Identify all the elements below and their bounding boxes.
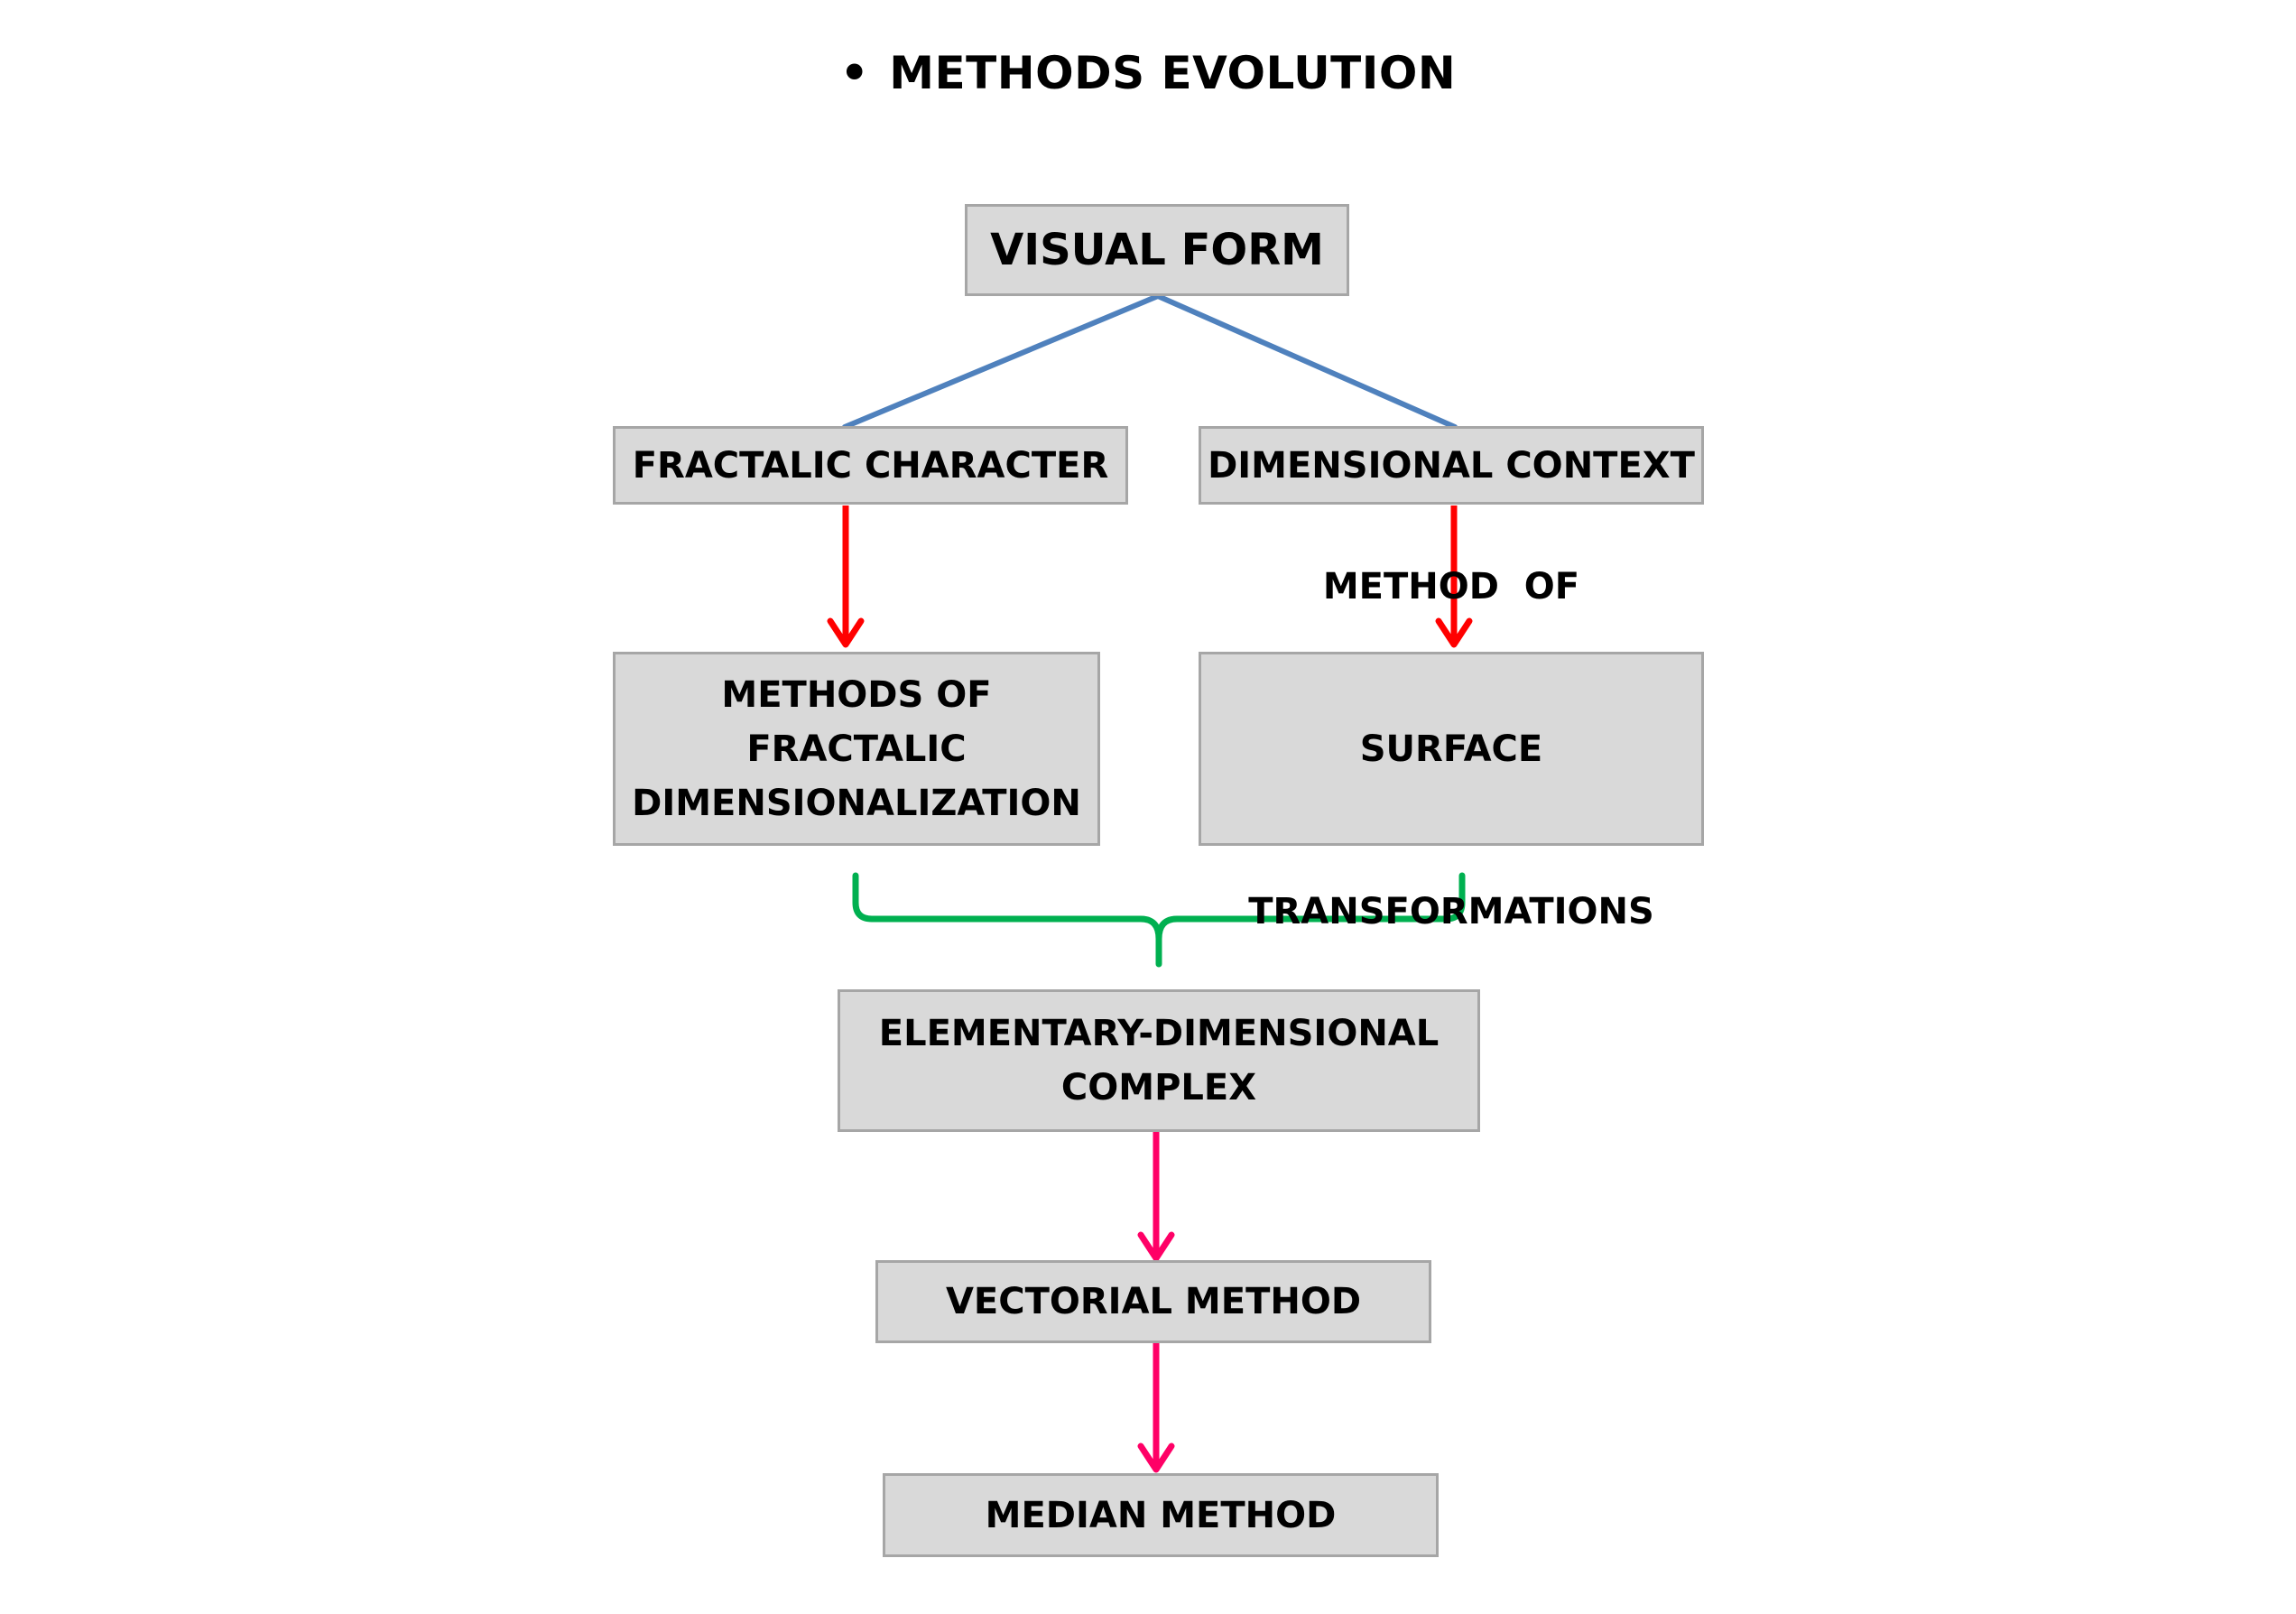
- red-arrow-left: [827, 506, 865, 648]
- node-label-line: SURFACE: [1359, 728, 1543, 770]
- title-text: METHODS EVOLUTION: [889, 47, 1457, 99]
- tree-line-left: [842, 293, 1161, 430]
- node-elementary-dimensional-complex: ELEMENTARY-DIMENSIONAL COMPLEX: [838, 989, 1480, 1132]
- node-label-line: ELEMENTARY-DIMENSIONAL: [878, 1013, 1440, 1054]
- node-vectorial-method: VECTORIAL METHOD: [875, 1260, 1431, 1343]
- node-method-surface-transformations: METHOD OF SURFACE TRANSFORMATIONS: [1199, 566, 1704, 932]
- diagram-title: • METHODS EVOLUTION: [0, 47, 2296, 99]
- node-visual-form: VISUAL FORM: [965, 204, 1349, 296]
- node-label-line: METHODS OF: [721, 673, 992, 716]
- node-label-line: MEDIAN METHOD: [985, 1494, 1337, 1536]
- red-arrow-right: [1435, 506, 1473, 648]
- node-dimensional-context: DIMENSIONAL CONTEXT: [1199, 426, 1704, 505]
- green-brace: [852, 872, 1466, 968]
- title-bullet: •: [839, 47, 870, 99]
- node-label-line: METHOD OF: [1322, 565, 1580, 608]
- node-label-line: FRACTALIC: [746, 728, 967, 770]
- node-label-line: VISUAL FORM: [990, 225, 1324, 275]
- node-median-method: MEDIAN METHOD: [883, 1473, 1439, 1557]
- node-label-line: VECTORIAL METHOD: [945, 1281, 1362, 1322]
- tree-line-right: [1155, 293, 1458, 430]
- node-label-line: TRANSFORMATIONS: [1248, 890, 1654, 932]
- node-methods-fractalic-dimensionalization: METHODS OF FRACTALIC DIMENSIONALIZATION: [613, 652, 1100, 846]
- pink-arrow-bottom: [1137, 1343, 1175, 1473]
- pink-arrow-top: [1137, 1132, 1175, 1262]
- node-label-line: FRACTALIC CHARACTER: [632, 444, 1109, 487]
- node-label-line: COMPLEX: [1060, 1067, 1257, 1108]
- node-label-line: DIMENSIONALIZATION: [632, 782, 1081, 824]
- node-label-line: DIMENSIONAL CONTEXT: [1208, 444, 1695, 487]
- node-fractalic-character: FRACTALIC CHARACTER: [613, 426, 1128, 505]
